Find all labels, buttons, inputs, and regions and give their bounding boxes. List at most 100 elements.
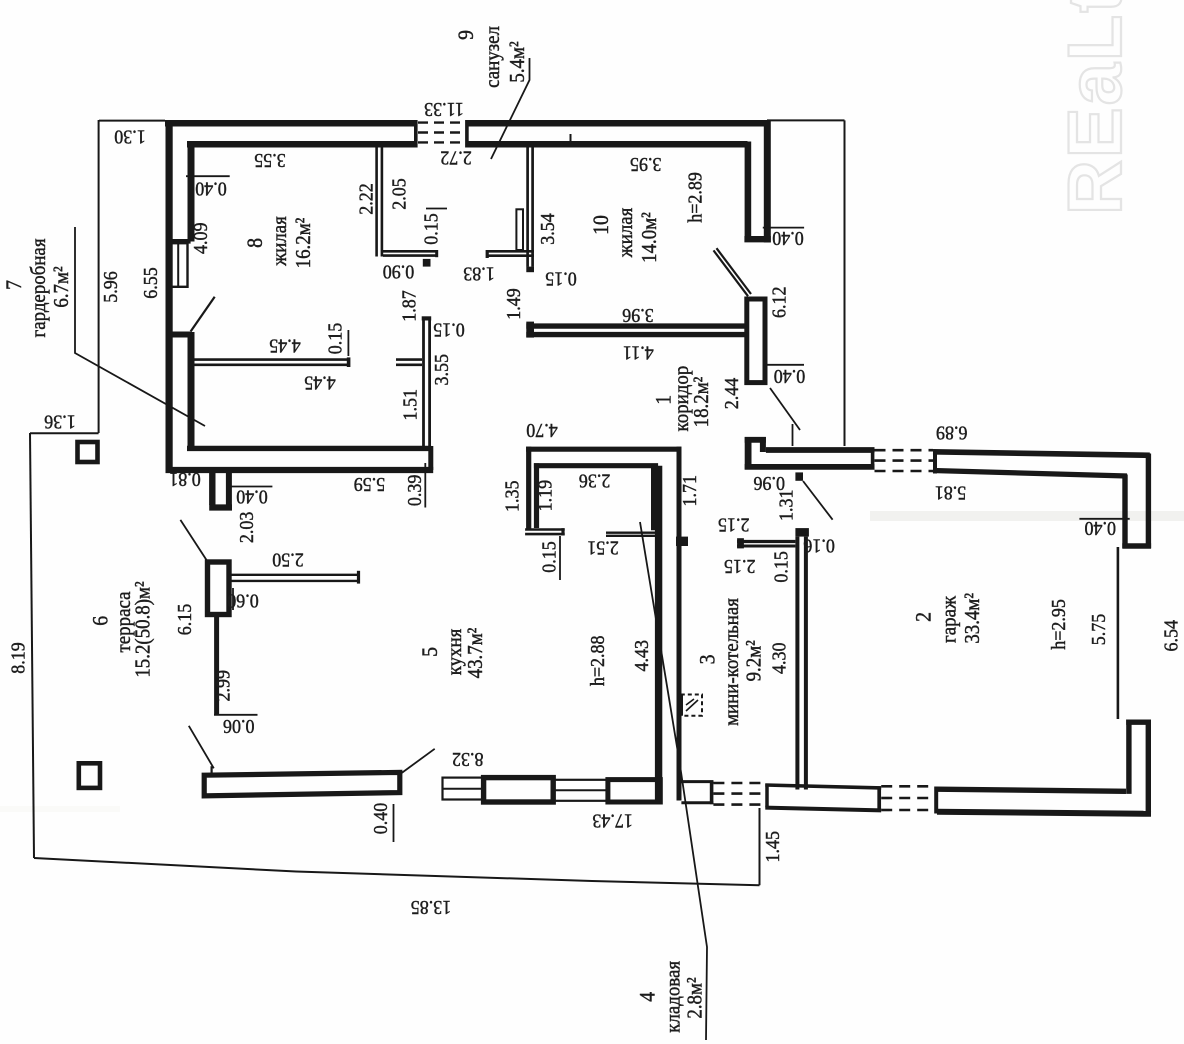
svg-text:2.8м²: 2.8м² [684,977,707,1018]
svg-text:6.55: 6.55 [140,267,162,298]
svg-text:43.7м²: 43.7м² [464,628,487,679]
svg-text:4.45: 4.45 [304,371,335,393]
svg-text:0.15: 0.15 [433,318,464,340]
svg-text:0.40: 0.40 [236,485,267,507]
svg-text:6: 6 [88,616,113,626]
svg-text:0.96: 0.96 [753,472,784,494]
svg-text:1.19: 1.19 [534,480,556,511]
svg-text:0.15: 0.15 [545,267,576,289]
svg-text:2.22: 2.22 [356,183,378,214]
svg-text:0.15: 0.15 [325,323,347,354]
svg-text:6.89: 6.89 [936,421,967,443]
svg-text:h=2.89: h=2.89 [685,172,707,223]
svg-text:1.36: 1.36 [44,410,75,432]
svg-text:9.2м²: 9.2м² [742,640,765,681]
svg-text:2.50: 2.50 [272,548,303,570]
svg-text:3.54: 3.54 [537,213,559,245]
svg-text:мини-котельная: мини-котельная [720,598,743,726]
svg-text:6.12: 6.12 [769,287,791,318]
svg-text:8.19: 8.19 [8,642,30,673]
svg-text:10: 10 [588,215,613,235]
svg-text:15.2(50.8)м²: 15.2(50.8)м² [132,581,155,677]
svg-text:13.85: 13.85 [411,896,451,918]
svg-text:гардеробная: гардеробная [27,238,50,337]
svg-text:0.40: 0.40 [195,177,226,199]
svg-text:терраса: терраса [112,591,135,652]
svg-text:1.45: 1.45 [762,831,784,862]
svg-text:5.96: 5.96 [100,271,122,302]
svg-text:0.40: 0.40 [772,227,803,249]
svg-text:3.55: 3.55 [431,354,453,385]
svg-text:4.43: 4.43 [631,640,653,671]
svg-text:2.15: 2.15 [718,513,749,535]
svg-text:0.15: 0.15 [539,541,561,572]
svg-text:3: 3 [695,655,720,665]
svg-text:4: 4 [635,991,660,1001]
svg-text:0.06: 0.06 [223,715,254,737]
svg-text:0.15: 0.15 [770,551,792,582]
svg-text:6.54: 6.54 [1161,620,1183,652]
svg-text:1.35: 1.35 [501,481,523,512]
svg-text:8: 8 [242,238,267,248]
svg-text:жилая: жилая [268,216,291,267]
svg-text:2.03: 2.03 [236,512,258,543]
svg-text:4.09: 4.09 [190,223,212,254]
svg-text:17.43: 17.43 [592,809,632,831]
svg-text:5.81: 5.81 [935,481,966,503]
svg-text:REaLt: REaLt [1053,0,1138,215]
svg-text:1.83: 1.83 [463,262,494,284]
svg-text:2.51: 2.51 [587,536,618,558]
svg-text:5.4м²: 5.4м² [506,41,529,82]
svg-text:0.15: 0.15 [420,213,442,244]
svg-text:9: 9 [453,30,478,40]
svg-text:16.2м²: 16.2м² [292,218,315,269]
svg-text:1.87: 1.87 [398,290,420,321]
svg-text:3.96: 3.96 [622,304,653,326]
svg-text:гараж: гараж [937,596,960,643]
svg-text:0.81: 0.81 [169,468,200,490]
svg-text:11.33: 11.33 [424,98,464,120]
svg-text:h=2.95: h=2.95 [1048,599,1070,650]
svg-text:1.31: 1.31 [776,490,798,521]
svg-text:0.60: 0.60 [227,589,258,611]
svg-text:0.16: 0.16 [803,534,834,556]
svg-text:2.72: 2.72 [440,146,471,168]
svg-text:h=2.88: h=2.88 [587,635,609,686]
svg-text:14.0м²: 14.0м² [638,212,661,263]
svg-text:6.7м²: 6.7м² [50,266,73,307]
svg-text:3.95: 3.95 [630,153,661,175]
svg-text:3.55: 3.55 [254,149,285,171]
svg-text:6.15: 6.15 [174,604,196,635]
svg-text:18.2м²: 18.2м² [690,377,713,428]
svg-text:2.05: 2.05 [388,178,410,209]
svg-text:жилая: жилая [614,208,637,259]
svg-text:0.90: 0.90 [383,260,414,282]
svg-text:4.70: 4.70 [526,419,557,441]
svg-text:0.40: 0.40 [774,365,805,387]
svg-text:8.32: 8.32 [452,748,483,770]
svg-text:4.11: 4.11 [623,341,654,363]
svg-text:2: 2 [911,612,936,622]
svg-text:2.99: 2.99 [213,670,235,701]
svg-text:7: 7 [1,280,26,290]
svg-text:4.45: 4.45 [269,334,300,356]
svg-text:1.71: 1.71 [679,475,701,506]
svg-text:33.4м²: 33.4м² [961,593,984,644]
svg-text:санузел: санузел [481,26,504,88]
svg-text:5: 5 [417,647,442,657]
svg-text:5.59: 5.59 [354,473,385,495]
svg-text:2.44: 2.44 [721,377,743,409]
svg-text:0.40: 0.40 [1084,517,1115,539]
svg-text:1.30: 1.30 [114,125,145,147]
svg-text:0.40: 0.40 [370,803,392,834]
svg-text:1.49: 1.49 [503,288,525,319]
svg-text:5.75: 5.75 [1088,614,1110,645]
svg-text:1: 1 [650,395,675,405]
svg-text:1.51: 1.51 [400,389,422,420]
svg-text:коридор: коридор [670,366,693,432]
svg-text:4.30: 4.30 [769,643,791,674]
svg-text:2.36: 2.36 [579,469,610,491]
svg-text:0.39: 0.39 [404,475,426,506]
svg-text:кухня: кухня [443,629,466,676]
svg-text:2.15: 2.15 [724,555,755,577]
